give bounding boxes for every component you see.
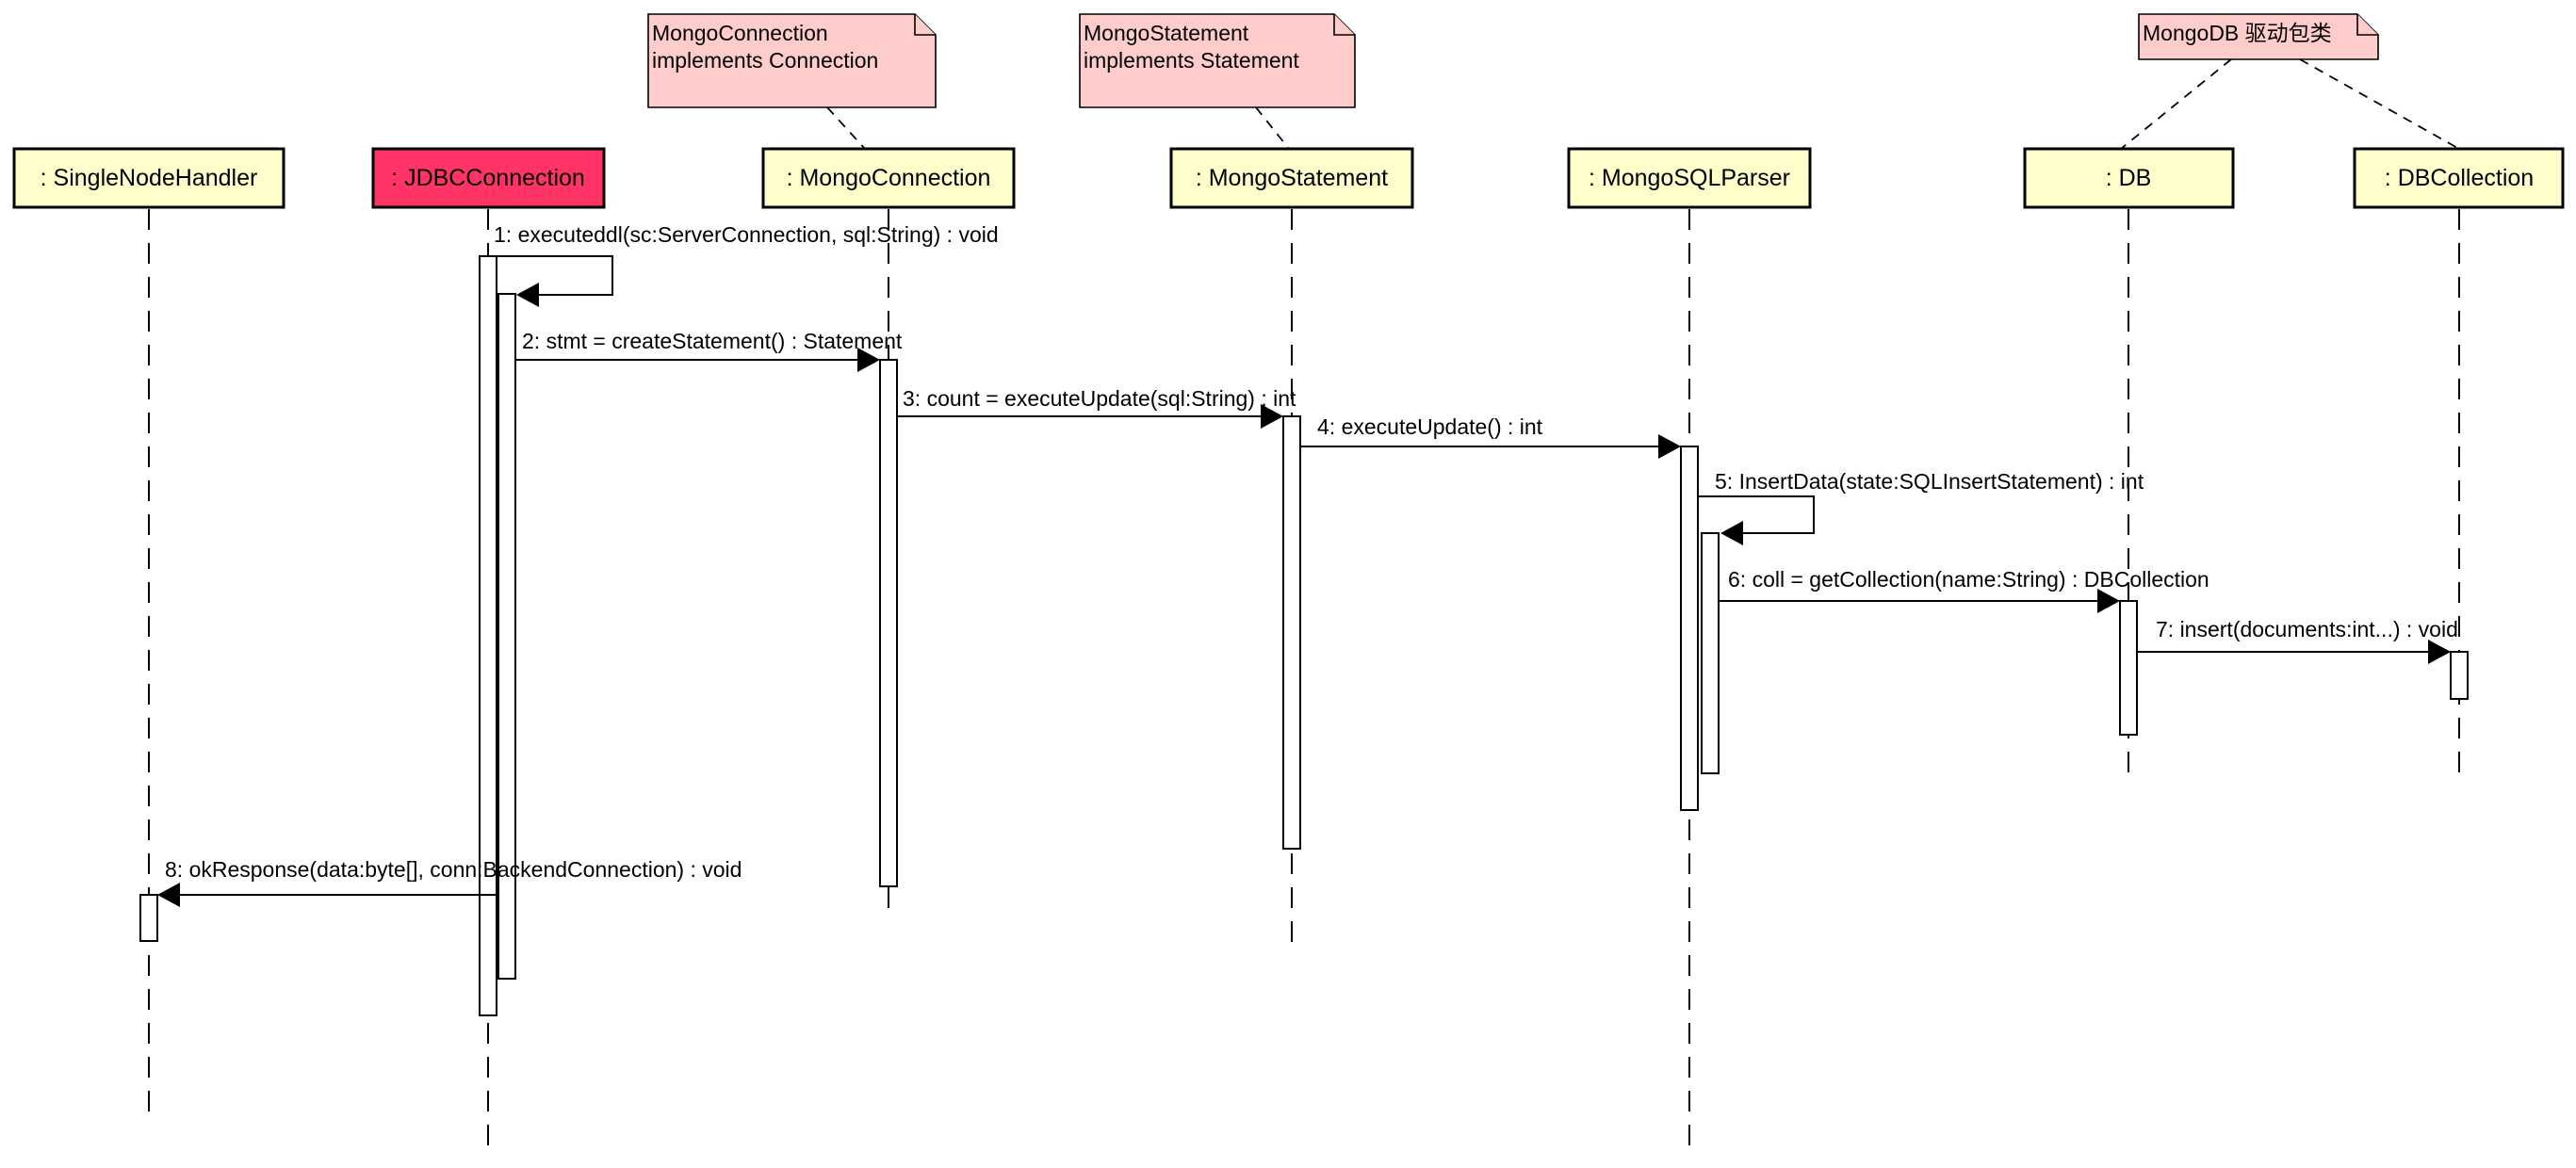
- note-mongostatement: MongoStatement implements Statement: [1079, 13, 1356, 108]
- message-1: 1: executeddl(sc:ServerConnection, sql:S…: [494, 222, 999, 307]
- participants: : SingleNodeHandler : JDBCConnection : M…: [12, 147, 2565, 209]
- note-mongoconnection: MongoConnection implements Connection: [647, 13, 937, 108]
- participant-box: [12, 147, 285, 209]
- note-link-mongoconnection: [826, 106, 866, 150]
- note-link-db: [2120, 58, 2232, 150]
- message-label: 3: count = executeUpdate(sql:String) : i…: [903, 386, 1296, 411]
- activation-mongosqlparser-inner: [1701, 532, 1720, 774]
- message-label: 6: coll = getCollection(name:String) : D…: [1728, 567, 2209, 592]
- participant-singlenodehandler[interactable]: : SingleNodeHandler: [12, 147, 285, 209]
- activation-mongostatement: [1282, 415, 1301, 850]
- activation-singlenodehandler: [139, 894, 158, 942]
- message-label: 5: InsertData(state:SQLInsertStatement) …: [1715, 469, 2144, 494]
- participant-label: : DB: [2106, 165, 2152, 191]
- message-label: 7: insert(documents:int...) : void: [2156, 617, 2458, 641]
- message-label: 4: executeUpdate() : int: [1317, 414, 1543, 439]
- participant-label: : MongoStatement: [1196, 165, 1388, 191]
- note-mongostatement-line-2: implements Statement: [1084, 48, 1299, 73]
- participant-label: : MongoConnection: [787, 165, 991, 191]
- message-label: 2: stmt = createStatement() : Statement: [522, 329, 903, 353]
- participant-db[interactable]: : DB: [2023, 147, 2235, 209]
- participant-mongoconnection[interactable]: : MongoConnection: [761, 147, 1016, 209]
- message-label: 1: executeddl(sc:ServerConnection, sql:S…: [494, 222, 999, 247]
- note-mongoconnection-line-1: MongoConnection: [652, 21, 828, 45]
- activation-mongosqlparser-outer: [1680, 446, 1699, 811]
- note-mongoconnection-line-2: implements Connection: [652, 48, 878, 73]
- message-3: 3: count = executeUpdate(sql:String) : i…: [897, 386, 1296, 429]
- participant-box: [2353, 147, 2565, 209]
- note-mongodb-driver: MongoDB 驱动包类: [2138, 13, 2379, 60]
- message-5: 5: InsertData(state:SQLInsertStatement) …: [1698, 469, 2144, 545]
- note-link-mongostatement: [1255, 106, 1290, 150]
- participant-label: : MongoSQLParser: [1589, 165, 1790, 191]
- note-mongodb-driver-line-1: MongoDB 驱动包类: [2143, 21, 2332, 45]
- participant-jdbcconnection[interactable]: : JDBCConnection: [371, 147, 606, 209]
- message-8: 8: okResponse(data:byte[], conn:BackendC…: [157, 857, 742, 907]
- message-2: 2: stmt = createStatement() : Statement: [515, 329, 903, 372]
- activation-jdbcconnection-outer: [479, 255, 497, 1016]
- participant-label: : JDBCConnection: [391, 165, 585, 191]
- participant-box: [1567, 147, 1812, 209]
- note-connectors: [826, 58, 2460, 150]
- participant-label: : DBCollection: [2385, 165, 2534, 191]
- note-mongostatement-line-1: MongoStatement: [1084, 21, 1249, 45]
- message-4: 4: executeUpdate() : int: [1300, 414, 1681, 459]
- activation-mongoconnection: [879, 359, 898, 887]
- activations: [139, 255, 2469, 1016]
- message-6: 6: coll = getCollection(name:String) : D…: [1719, 567, 2209, 613]
- participant-box: [1169, 147, 1414, 209]
- participant-label: : SingleNodeHandler: [41, 165, 258, 191]
- message-7: 7: insert(documents:int...) : void: [2137, 617, 2458, 664]
- participant-mongosqlparser[interactable]: : MongoSQLParser: [1567, 147, 1812, 209]
- participant-dbcollection[interactable]: : DBCollection: [2353, 147, 2565, 209]
- activation-dbcollection: [2450, 651, 2469, 700]
- note-link-dbcollection: [2299, 58, 2460, 150]
- message-label: 8: okResponse(data:byte[], conn:BackendC…: [165, 857, 742, 882]
- participant-box: [371, 147, 606, 209]
- participant-mongostatement[interactable]: : MongoStatement: [1169, 147, 1414, 209]
- messages: 1: executeddl(sc:ServerConnection, sql:S…: [157, 222, 2458, 907]
- notes: MongoConnection implements Connection Mo…: [647, 13, 2379, 108]
- participant-box: [2023, 147, 2235, 209]
- activation-db: [2119, 600, 2138, 736]
- activation-jdbcconnection-inner: [497, 293, 516, 980]
- participant-box: [761, 147, 1016, 209]
